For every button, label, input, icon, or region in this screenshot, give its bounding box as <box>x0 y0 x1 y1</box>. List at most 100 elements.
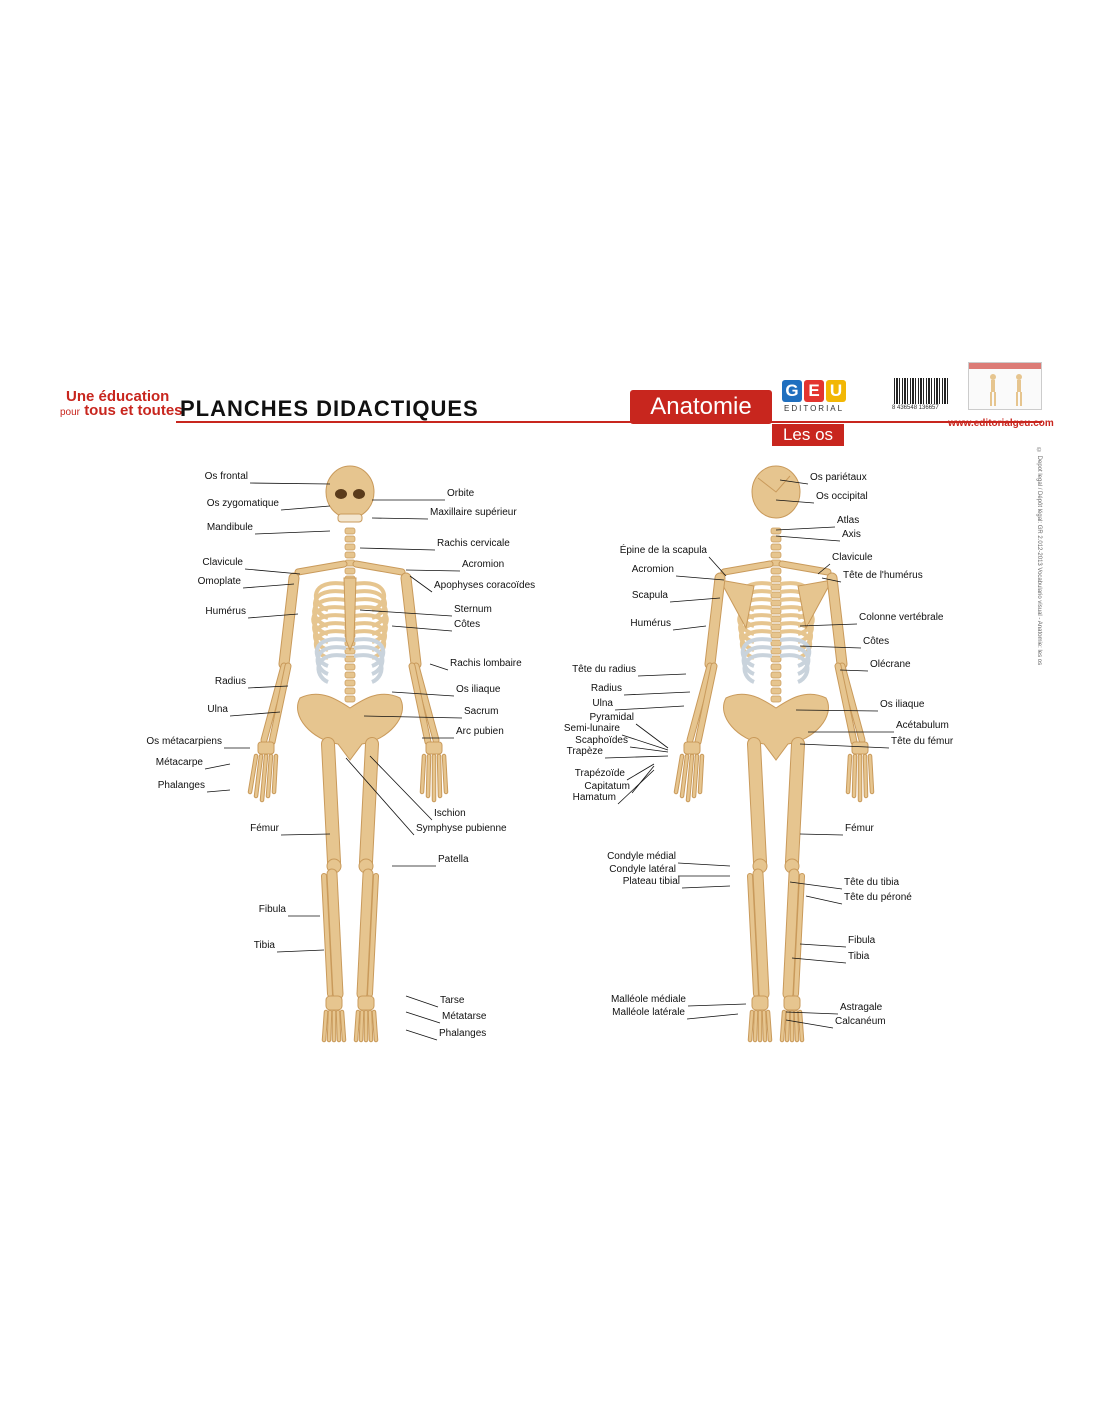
back-label-10-leader <box>629 746 669 753</box>
front-label-29-leader <box>405 995 439 1008</box>
barcode-number: 8 436548 136657 <box>892 405 939 411</box>
back-label-7: Ulna <box>592 698 613 709</box>
front-label-8: Ulna <box>207 704 228 715</box>
front-humerus-right <box>401 573 421 669</box>
back-label-31-leader <box>799 743 890 749</box>
front-label-5: Omoplate <box>197 576 241 587</box>
front-label-16-leader <box>371 517 429 520</box>
back-label-7-leader <box>614 705 685 711</box>
front-label-22-leader <box>429 663 449 671</box>
back-radius-right <box>839 663 865 743</box>
back-rib-left <box>739 621 773 652</box>
back-toe <box>794 1010 799 1042</box>
front-label-4: Clavicule <box>202 557 243 568</box>
back-label-35-leader <box>799 943 847 948</box>
front-toe <box>322 1010 328 1042</box>
back-rib-left <box>739 629 773 660</box>
front-label-21: Côtes <box>454 619 481 630</box>
back-radius-left <box>687 663 713 743</box>
front-toe <box>336 1010 341 1042</box>
front-vertebra <box>344 679 356 687</box>
front-pelvis <box>297 693 403 761</box>
front-rib-left <box>315 645 347 676</box>
front-label-27-leader <box>345 757 415 836</box>
back-label-14-leader <box>617 769 655 805</box>
front-teeth <box>337 513 363 523</box>
back-femur-right <box>786 738 804 868</box>
back-label-8: Pyramidal <box>589 712 634 723</box>
back-label-36: Tibia <box>848 951 870 962</box>
front-label-14-leader <box>276 949 325 953</box>
back-vertebra <box>770 615 782 623</box>
back-label-2: Acromion <box>631 564 674 575</box>
back-finger <box>846 754 852 794</box>
back-rib-right <box>779 645 811 676</box>
poster-title: PLANCHES DIDACTIQUES <box>180 396 479 421</box>
front-label-25: Arc pubien <box>456 726 504 737</box>
back-label-36-leader <box>791 957 847 964</box>
back-finger <box>692 754 699 798</box>
back-vertebra <box>770 639 782 647</box>
back-label-9: Semi-lunaire <box>563 723 620 734</box>
back-vertebra <box>770 695 782 703</box>
back-label-20: Os pariétaux <box>810 472 867 483</box>
back-label-34-leader <box>805 895 843 905</box>
back-vertebra <box>770 575 782 583</box>
website-link[interactable]: www.editorialgeu.com <box>948 418 1054 429</box>
back-rib-left <box>738 613 773 644</box>
front-label-27: Symphyse pubienne <box>416 823 507 834</box>
front-label-30: Métatarse <box>442 1011 487 1022</box>
slogan-pour: pour <box>60 407 81 418</box>
front-radius-right <box>413 663 439 743</box>
front-rib-right <box>353 653 384 684</box>
back-vertebra <box>770 583 782 591</box>
back-vertebra <box>770 671 782 679</box>
back-vertebra <box>770 551 782 559</box>
front-rib-left <box>313 621 347 652</box>
back-label-13: Capitatum <box>584 781 630 792</box>
front-label-2-leader <box>280 505 331 511</box>
back-rib-right <box>779 613 814 644</box>
front-label-3: Mandibule <box>206 522 253 533</box>
front-finger <box>437 754 442 798</box>
front-femur-left <box>322 738 340 868</box>
subtitle-banner: Les os <box>772 424 844 446</box>
front-sternum <box>343 577 357 652</box>
back-label-33: Tête du tibia <box>844 877 900 888</box>
front-orbit-right <box>353 489 365 499</box>
back-label-2-leader <box>675 575 725 581</box>
front-label-31: Phalanges <box>439 1028 487 1039</box>
legal-side-text: © Depot legal / Dépôt légal: GR 2.012-20… <box>1036 448 1042 666</box>
front-label-1-leader <box>249 482 331 485</box>
front-orbit-left <box>335 489 347 499</box>
front-label-11: Phalanges <box>157 780 205 791</box>
front-label-7: Radius <box>214 676 246 687</box>
front-tibia-right <box>357 869 373 999</box>
back-toe <box>762 1010 767 1042</box>
front-rib-right <box>353 645 385 676</box>
front-finger <box>420 754 426 794</box>
back-label-27-leader <box>799 645 862 649</box>
front-rib-left <box>311 605 347 636</box>
back-label-23: Axis <box>842 529 861 540</box>
front-toe <box>354 1010 360 1042</box>
back-toe <box>780 1010 786 1042</box>
front-toe <box>368 1010 373 1042</box>
front-label-29: Tarse <box>440 995 465 1006</box>
back-label-24-leader <box>817 563 831 575</box>
back-clavicle-right <box>779 561 831 575</box>
back-rib-left <box>740 637 773 668</box>
logo-letter-u: U <box>826 380 846 402</box>
front-finger <box>254 754 263 798</box>
back-label-38-leader <box>785 1019 834 1029</box>
front-label-1: Os frontal <box>204 471 248 482</box>
back-vertebra <box>770 655 782 663</box>
back-ulna-right <box>835 663 857 745</box>
back-finger <box>698 754 704 794</box>
back-label-26: Colonne vertébrale <box>859 612 944 623</box>
header-rule <box>176 421 1042 423</box>
front-label-14: Tibia <box>253 940 275 951</box>
back-finger <box>686 754 694 802</box>
logo-letter-e: E <box>804 380 824 402</box>
